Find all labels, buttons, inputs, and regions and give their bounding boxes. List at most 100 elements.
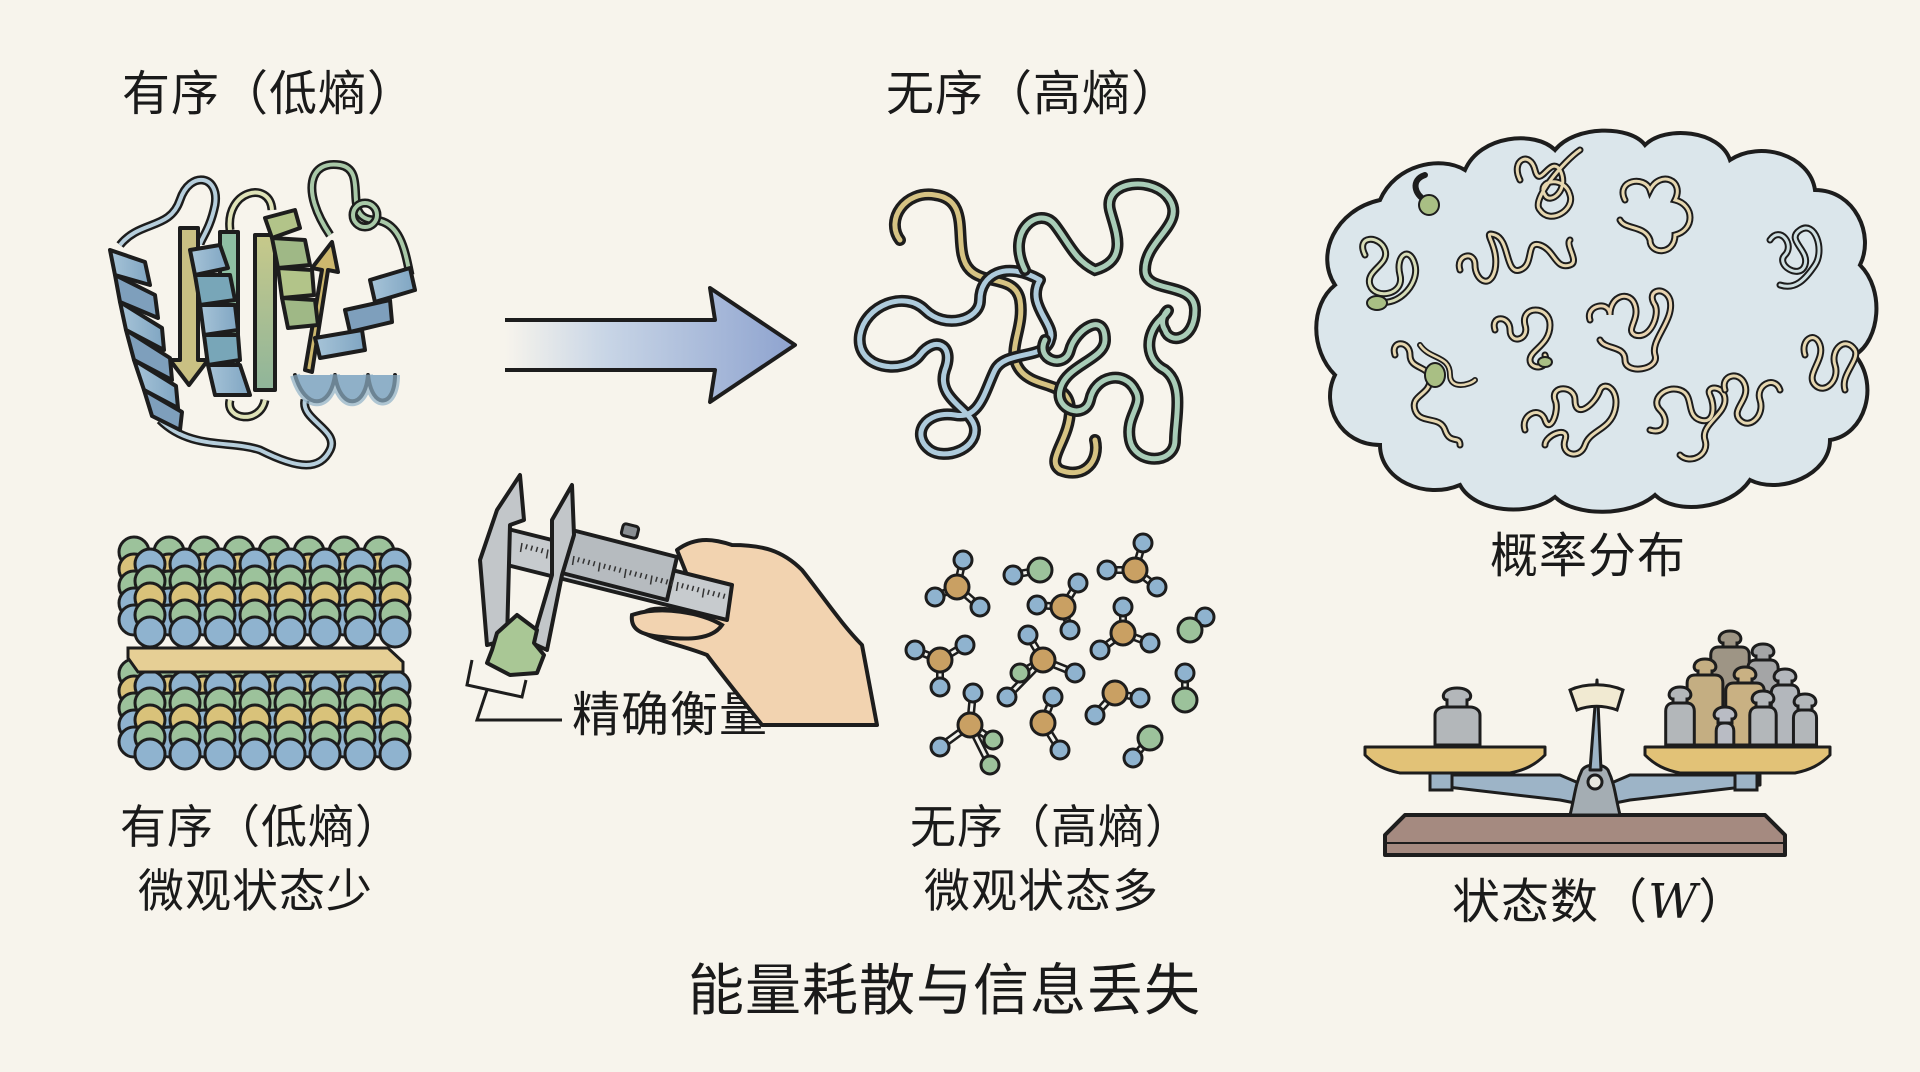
atom <box>1002 564 1024 586</box>
atom <box>1084 704 1106 726</box>
measured-object <box>485 613 546 677</box>
lattice-atom <box>378 615 412 649</box>
ordered-heading: 有序（低熵） <box>122 66 417 122</box>
atom <box>943 573 971 601</box>
scale-tick <box>602 563 606 570</box>
scale-pointer <box>1588 678 1603 772</box>
lattice-atom <box>343 737 377 771</box>
lattice-atom <box>238 615 272 649</box>
scale-tick <box>660 577 664 584</box>
lattice-atom <box>343 615 377 649</box>
lattice-atom <box>203 615 237 649</box>
ordered-caption-line1: 有序（低熵） <box>120 800 402 854</box>
scale-tick <box>571 555 575 566</box>
scale-tick <box>649 575 653 585</box>
measurement-bracket <box>465 659 528 699</box>
scale-tick <box>519 542 523 553</box>
caliper-slider <box>560 528 679 602</box>
stacked-weight <box>1769 667 1801 747</box>
molecule <box>1176 606 1216 644</box>
scale-tick <box>670 580 674 586</box>
alpha-helix-middle <box>188 243 252 397</box>
unfolded-chains-illustration <box>853 178 1202 479</box>
molecule <box>1171 662 1199 714</box>
atom <box>1132 532 1154 554</box>
scale-tick <box>722 593 726 599</box>
stacked-weight <box>1712 705 1738 747</box>
scale-tick <box>623 568 627 579</box>
transition-arrow <box>505 286 797 404</box>
scale-tick <box>701 588 705 598</box>
atom <box>929 736 951 758</box>
atom <box>1146 576 1168 598</box>
lattice-atom <box>273 737 307 771</box>
atom <box>1139 632 1161 654</box>
many-weights <box>1664 629 1819 747</box>
scale-tick <box>535 546 539 553</box>
scale-tick <box>691 585 695 592</box>
beta-strand <box>253 233 277 392</box>
atom <box>1059 619 1081 641</box>
atom <box>1129 687 1151 709</box>
scale-tick <box>582 558 586 564</box>
lattice-atom <box>308 737 342 771</box>
state-count-suffix: ） <box>1698 874 1748 930</box>
atom <box>1029 646 1057 674</box>
scale-tick <box>665 579 669 585</box>
alpha-helix-right <box>290 266 417 407</box>
scale-tick <box>628 570 632 576</box>
disordered-caption-line1: 无序（高熵） <box>910 800 1192 854</box>
alpha-helix-green <box>263 208 320 330</box>
scale-tick <box>634 571 638 577</box>
lattice-atom <box>168 615 202 649</box>
molecule <box>929 682 1004 776</box>
folded-protein-illustration <box>108 159 417 470</box>
atom <box>962 682 984 704</box>
atom <box>956 711 984 739</box>
lattice-atom <box>273 615 307 649</box>
stacked-weight <box>1685 657 1725 747</box>
scale-tick <box>706 589 710 596</box>
molecule <box>1026 572 1089 641</box>
molecule <box>1084 679 1151 726</box>
stacked-weight <box>1748 689 1778 747</box>
probability-cloud-illustration <box>1314 128 1879 514</box>
molecule <box>1096 532 1168 598</box>
lattice-atom <box>308 615 342 649</box>
scale-tick <box>587 559 591 566</box>
probability-distribution-label: 概率分布 <box>1490 528 1687 584</box>
lattice-atom <box>378 737 412 771</box>
atom <box>1176 616 1204 644</box>
atom <box>924 586 946 608</box>
molecule <box>996 624 1086 708</box>
lattice-atom <box>238 737 272 771</box>
leader-line <box>474 689 562 722</box>
atom <box>1064 662 1086 684</box>
scale-pan-right <box>1643 745 1832 775</box>
molecule <box>1122 724 1164 769</box>
arrow-body <box>505 288 795 402</box>
atom <box>1049 739 1071 761</box>
scale-tick <box>712 590 716 597</box>
molecule <box>1089 596 1161 661</box>
atom <box>1042 686 1064 708</box>
state-count-prefix: 状态数（ <box>1452 874 1649 930</box>
scale-tick <box>686 584 690 590</box>
atom <box>1029 709 1057 737</box>
crystal-lattice-illustration <box>117 535 412 771</box>
atom <box>1136 724 1164 752</box>
balance-scale-illustration <box>1363 629 1832 857</box>
scale-pan-left <box>1363 745 1547 775</box>
atom <box>982 729 1004 751</box>
scale-tick <box>597 562 601 572</box>
atom <box>926 646 954 674</box>
protein-loop <box>116 175 220 249</box>
caliper-moving-jaw <box>530 483 576 652</box>
measurement-label: 精确衡量 <box>572 687 769 743</box>
scale-tick <box>639 572 643 579</box>
atom <box>1096 559 1118 581</box>
stacked-weight <box>1791 692 1819 747</box>
arrow-outline <box>505 286 797 404</box>
molecule <box>1002 556 1054 586</box>
scale-tick <box>576 557 580 563</box>
